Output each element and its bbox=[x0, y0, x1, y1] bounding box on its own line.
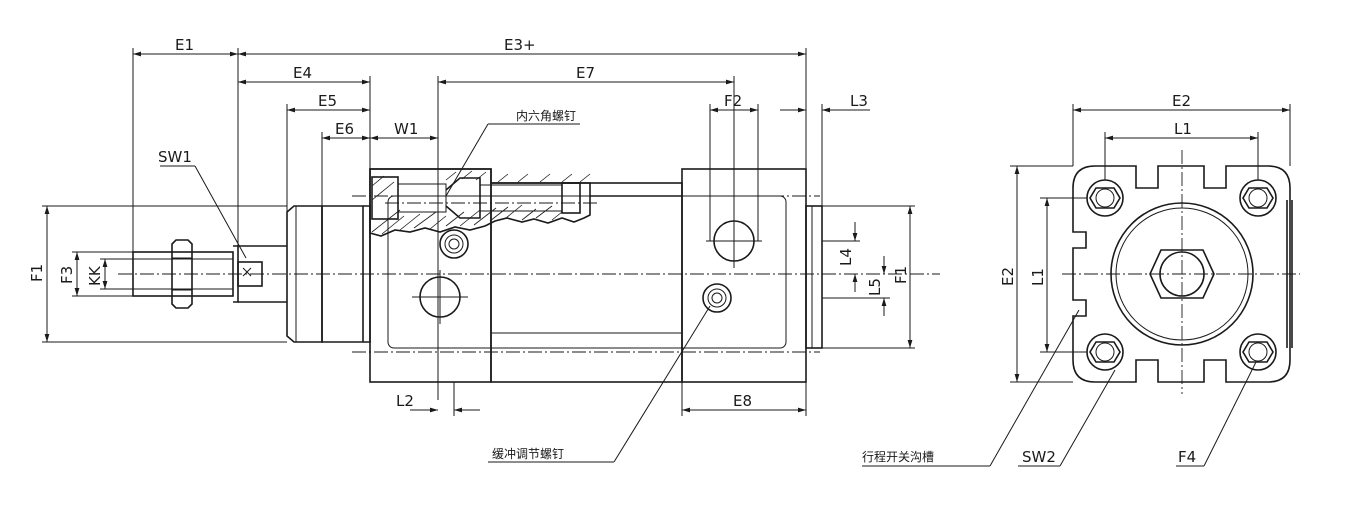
dim-E2-left: E2 bbox=[999, 267, 1017, 286]
port-rear bbox=[706, 214, 762, 268]
end-bore-outer bbox=[1110, 202, 1254, 346]
end-hex bbox=[1149, 249, 1215, 299]
cushion-screw-front bbox=[439, 229, 469, 259]
dim-E3: E3+ bbox=[504, 36, 536, 54]
corner-bolt-tl bbox=[1086, 179, 1124, 217]
dim-E1: E1 bbox=[175, 36, 194, 54]
callout-switch-groove: 行程开关沟槽 bbox=[862, 449, 934, 464]
end-dimension-lines bbox=[1010, 104, 1291, 383]
dim-E8: E8 bbox=[733, 392, 752, 410]
side-view: E1 E3+ E4 E7 E5 F2 L3 E6 W1 E8 L2 SW1 内六… bbox=[28, 36, 940, 463]
dim-E5: E5 bbox=[318, 92, 337, 110]
dim-L5: L5 bbox=[866, 278, 884, 296]
corner-bolt-bl bbox=[1086, 333, 1124, 371]
end-leader-lines bbox=[862, 309, 1257, 467]
tie-rod-section bbox=[369, 168, 600, 237]
cushion-screw-rear bbox=[702, 283, 732, 313]
side-extension-lines bbox=[42, 48, 915, 416]
dim-F2: F2 bbox=[724, 92, 742, 110]
callout-SW1: SW1 bbox=[158, 148, 192, 166]
callout-cushion-screw: 缓冲调节螺钉 bbox=[492, 446, 564, 461]
rod-hex-nut bbox=[171, 239, 193, 309]
callout-socket-screw: 内六角螺钉 bbox=[516, 109, 576, 123]
dim-F1-right: F1 bbox=[892, 266, 910, 284]
dim-E7: E7 bbox=[576, 64, 595, 82]
dim-L4: L4 bbox=[837, 248, 855, 266]
dim-L1-top: L1 bbox=[1174, 120, 1192, 138]
dim-L1-left: L1 bbox=[1029, 268, 1047, 286]
dim-E4: E4 bbox=[293, 64, 312, 82]
hatching bbox=[371, 170, 591, 235]
corner-bolt-tr bbox=[1239, 179, 1277, 217]
rod-thread bbox=[132, 251, 234, 297]
dim-L2: L2 bbox=[396, 392, 414, 410]
cylinder-body bbox=[352, 168, 820, 383]
end-bore-inner bbox=[1115, 207, 1249, 341]
dim-KK: KK bbox=[86, 265, 104, 286]
end-plate-outline bbox=[1072, 165, 1291, 383]
dim-E2-top: E2 bbox=[1172, 92, 1191, 110]
callout-F4: F4 bbox=[1178, 448, 1196, 466]
callout-SW2: SW2 bbox=[1022, 448, 1056, 466]
dim-L3: L3 bbox=[850, 92, 868, 110]
corner-bolt-br bbox=[1239, 333, 1277, 371]
end-view: E2 L1 E2 L1 行程开关沟槽 SW2 F4 bbox=[862, 92, 1300, 467]
end-hex-bore bbox=[1159, 251, 1205, 297]
dim-F3: F3 bbox=[58, 266, 76, 284]
piston-rod bbox=[233, 245, 287, 303]
rear-cap bbox=[805, 205, 823, 349]
dim-F1-left: F1 bbox=[28, 264, 46, 282]
dim-E6: E6 bbox=[335, 120, 354, 138]
side-leader-lines bbox=[160, 123, 711, 463]
side-dimension-lines bbox=[44, 51, 913, 413]
port-front bbox=[412, 270, 468, 324]
dim-W1: W1 bbox=[394, 120, 418, 138]
